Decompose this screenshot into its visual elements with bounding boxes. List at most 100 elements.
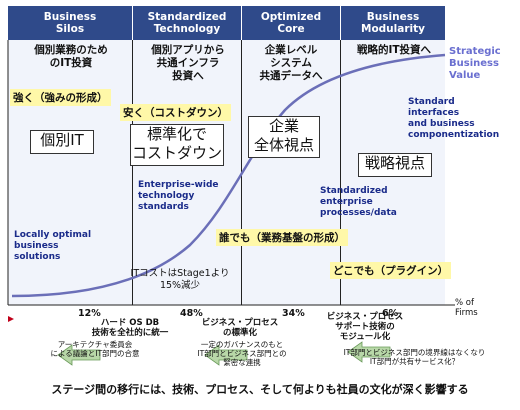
- label-line: の標準化: [222, 328, 257, 338]
- label-line: enterprise: [320, 197, 373, 207]
- enterprise-wide-label: Enterprise-wide technology standards: [138, 180, 219, 213]
- strong-label: 強く（強みの形成）: [10, 89, 111, 106]
- label-line: システム: [270, 57, 312, 69]
- red-marker: [8, 316, 14, 322]
- stage4-investment-label: 戦略的IT投資へ: [344, 44, 444, 57]
- label-line: Locally optimal: [14, 230, 92, 240]
- enterprise-view-box: 企業 全体視点: [248, 116, 320, 158]
- stage2-investment-label: 個別アプリから 共通インフラ 投資へ: [138, 44, 238, 83]
- header-business-modularity: Business Modularity: [341, 6, 446, 40]
- box-text: 全体視点: [253, 136, 314, 154]
- locally-optimal-label: Locally optimal business solutions: [14, 230, 91, 263]
- header-label: Business: [43, 11, 97, 23]
- label-line: ビジネス・プロセス: [201, 318, 279, 328]
- strategic-business-value-label: Strategic Business Value: [449, 46, 517, 82]
- standardized-enterprise-label: Standardized enterprise processes/data: [320, 186, 397, 219]
- label-line: モジュール化: [339, 332, 391, 342]
- label-line: 技術を全社的に統一: [91, 328, 169, 338]
- label-line: 個別アプリから: [151, 44, 225, 56]
- stage3-transition-title: ビジネス・プロセス サポート技術の モジュール化: [310, 312, 420, 342]
- label-line: 緊密な連携: [223, 358, 261, 367]
- anywhere-label: どこでも（プラグイン）: [330, 262, 452, 279]
- stage3-percentage: 34%: [282, 308, 305, 319]
- label-line: 個別業務のため: [34, 44, 108, 56]
- label-line: Standardized: [320, 186, 388, 196]
- stage2-transition-desc: 一定のガバナンスのもと IT部門とビジネス部門との 緊密な連携: [172, 340, 312, 367]
- stage4-percentage: 6%: [382, 308, 399, 319]
- label-line: 共通データへ: [259, 70, 323, 82]
- header-label: Optimized: [260, 11, 322, 23]
- stage1-percentage: 12%: [78, 308, 101, 319]
- standardization-box: 標準化で コストダウン: [130, 124, 224, 166]
- label-line: 一定のガバナンスのもと: [200, 340, 284, 349]
- stage3-investment-label: 企業レベル システム 共通データへ: [246, 44, 336, 83]
- it-cost-note: ITコストはStage1より 15%減少: [120, 268, 240, 292]
- label-line: ハード OS DB: [100, 318, 160, 328]
- label-line: Strategic: [449, 46, 501, 57]
- s-curve: [11, 53, 446, 298]
- column-band: [133, 40, 241, 305]
- label-line: Value: [449, 70, 481, 81]
- column-divider: [132, 40, 133, 305]
- box-text: 企業: [268, 117, 299, 135]
- stage3-transition-desc: IT部門とビジネス部門の境界線はなくなり IT部門が共有サービス化？: [312, 348, 517, 366]
- header-standardized-technology: Standardized Technology: [133, 6, 242, 40]
- header-business-silos: Business Silos: [8, 6, 133, 40]
- header-label: Business: [366, 11, 420, 23]
- label-line: componentization: [408, 130, 500, 140]
- label-line: Business: [449, 58, 499, 69]
- label-line: による議論とIT部門の合意: [50, 349, 140, 358]
- stage1-transition-title: ハード OS DB 技術を全社的に統一: [60, 318, 200, 338]
- label-line: 投資へ: [172, 70, 204, 82]
- header-label: Modularity: [361, 23, 425, 35]
- label-line: IT部門が共有サービス化？: [369, 357, 460, 366]
- label-line: ITコストはStage1より: [130, 268, 230, 279]
- stage2-transition-title: ビジネス・プロセス の標準化: [180, 318, 300, 338]
- label-line: のIT投資: [49, 57, 93, 69]
- transition-arrow-3: [347, 341, 391, 363]
- box-text: 個別IT: [40, 131, 84, 149]
- header-label: Standardized: [147, 11, 227, 23]
- label-line: IT部門とビジネス部門との: [197, 349, 287, 358]
- cheap-label: 安く（コストダウン）: [120, 104, 231, 121]
- anyone-label: 誰でも（業務基盤の形成）: [216, 229, 348, 246]
- header-label: Silos: [55, 23, 85, 35]
- label-line: solutions: [14, 252, 61, 262]
- label-line: business: [14, 241, 59, 251]
- bottom-summary-text: ステージ間の移行には、技術、プロセス、そして何よりも社員の文化が深く影響する: [51, 383, 469, 396]
- standard-interfaces-label: Standard interfaces and business compone…: [408, 97, 499, 141]
- transition-arrow-1: [57, 344, 101, 366]
- column-divider: [340, 40, 341, 305]
- header-optimized-core: Optimized Core: [242, 6, 341, 40]
- label-line: アーキテクチャ委員会: [57, 340, 133, 349]
- label-line: サポート技術の: [335, 322, 395, 332]
- label-line: ビジネス・プロセス: [326, 312, 404, 322]
- box-text: 標準化で: [146, 125, 207, 143]
- label-line: technology: [138, 191, 195, 201]
- box-text: コストダウン: [131, 144, 222, 162]
- firms-label: % of Firms: [455, 298, 495, 318]
- label-line: 共通インフラ: [156, 57, 220, 69]
- stage1-transition-desc: アーキテクチャ委員会 による議論とIT部門の合意: [20, 340, 170, 358]
- label-line: Firms: [455, 308, 478, 318]
- column-band: [8, 40, 132, 305]
- label-line: standards: [138, 202, 189, 212]
- label-line: 15%減少: [159, 280, 201, 291]
- label-line: Standard: [408, 97, 455, 107]
- header-label: Technology: [153, 23, 221, 35]
- header-label: Core: [277, 23, 305, 35]
- individual-it-box: 個別IT: [30, 130, 94, 154]
- label-line: IT部門とビジネス部門の境界線はなくなり: [343, 348, 486, 357]
- stage2-percentage: 48%: [180, 308, 203, 319]
- label-line: 戦略的IT投資へ: [356, 44, 432, 56]
- label-line: % of: [455, 298, 474, 308]
- label-line: and business: [408, 119, 475, 129]
- label-line: 企業レベル: [264, 44, 318, 56]
- label-line: Enterprise-wide: [138, 180, 219, 190]
- strategy-view-box: 戦略視点: [358, 153, 432, 177]
- stage1-investment-label: 個別業務のため のIT投資: [16, 44, 126, 70]
- transition-arrow-2: [204, 344, 248, 366]
- box-text: 戦略視点: [364, 154, 425, 172]
